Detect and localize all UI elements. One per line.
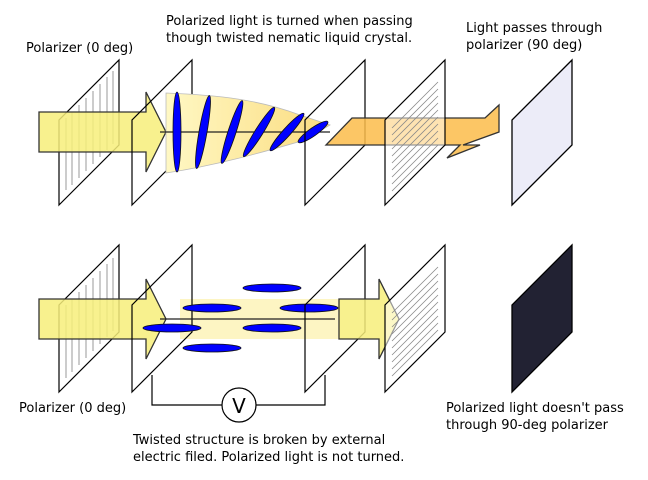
label-crystal-caption-2: though twisted nematic liquid crystal.	[166, 31, 412, 46]
voltage-source-icon	[221, 387, 257, 423]
bottom-panel: V Polarizer (0 deg) Twisted structure is…	[19, 243, 624, 465]
label-polarizer-top: Polarizer (0 deg)	[26, 41, 133, 56]
light-beam-arrow-bottom	[38, 278, 167, 360]
polarizer-90deg-bottom	[384, 243, 446, 394]
circuit-wire	[151, 375, 222, 406]
glass-plate-back-bottom	[304, 243, 366, 394]
crystal-molecule	[269, 112, 305, 152]
crystal-molecule	[220, 100, 244, 164]
voltage-source-label: V	[232, 394, 246, 418]
label-light-passes-1: Light passes through	[466, 21, 602, 36]
crystal-molecule	[242, 106, 276, 158]
crystal-molecules-aligned	[142, 283, 339, 353]
crystal-molecule	[172, 91, 182, 173]
label-twist-broken-2: electric filed. Polarized light is not t…	[133, 450, 404, 465]
polarizer-90deg-top	[384, 58, 446, 207]
top-panel: Polarizer (0 deg) Polarized light is tur…	[26, 14, 602, 207]
label-polarizer-bottom: Polarizer (0 deg)	[19, 401, 126, 416]
screen-bright	[511, 58, 573, 207]
crystal-molecule	[195, 95, 211, 169]
label-crystal-caption-1: Polarized light is turned when passing	[166, 14, 413, 29]
screen-dark	[511, 243, 573, 394]
label-no-pass-2: through 90-deg polarizer	[446, 418, 609, 433]
light-beam-arrow-top	[38, 91, 167, 173]
label-light-passes-2: polarizer (90 deg)	[466, 38, 582, 53]
label-no-pass-1: Polarized light doesn't pass	[446, 401, 624, 416]
label-twist-broken-1: Twisted structure is broken by external	[132, 433, 385, 448]
circuit-wire-right	[256, 375, 326, 406]
glass-plate-front-bottom	[131, 243, 193, 394]
glass-plate-back-top	[304, 58, 366, 207]
